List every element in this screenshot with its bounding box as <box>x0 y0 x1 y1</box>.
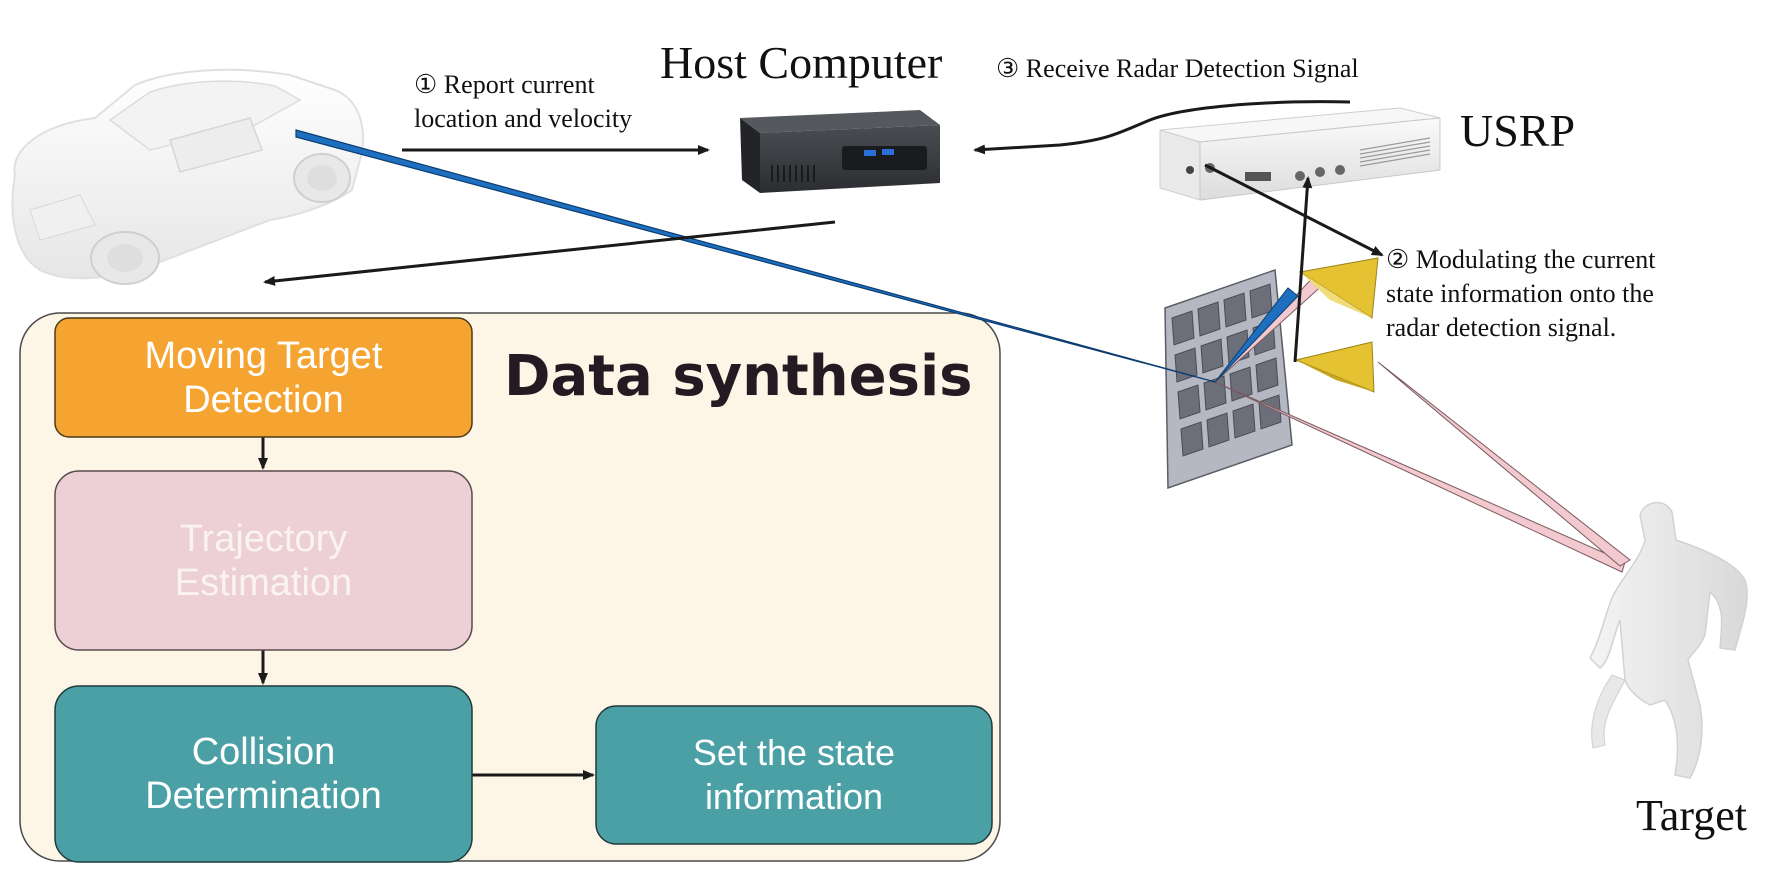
usrp-to-tx-cable <box>1204 163 1384 257</box>
host-computer-label: Host Computer <box>660 37 943 88</box>
step2-note: ② Modulating the current state informati… <box>1386 243 1656 345</box>
step2-line3: radar detection signal. <box>1386 313 1617 342</box>
pink-beam-to-target-1 <box>1214 381 1626 573</box>
collision-box <box>54 685 473 863</box>
trajectory-line2: Estimation <box>174 561 353 604</box>
usrp-device-icon <box>1159 107 1441 201</box>
step3-note: ③ Receive Radar Detection Signal <box>996 52 1359 86</box>
usrp-cable <box>973 100 1351 155</box>
step1-line2: location and velocity <box>414 104 633 133</box>
step3-text: ③ Receive Radar Detection Signal <box>996 54 1359 83</box>
usrp-label: USRP <box>1460 105 1576 156</box>
host-computer-icon <box>740 110 940 193</box>
pink-beam-to-target-2 <box>1377 361 1631 567</box>
blue-beam-upper <box>1214 287 1299 383</box>
target-person-icon <box>1589 501 1748 779</box>
target-label: Target <box>1636 791 1747 840</box>
set-state-line2: information <box>704 776 884 817</box>
rx-to-usrp-cable <box>1293 176 1313 363</box>
blue-beam-to-car <box>295 129 1216 383</box>
antenna-array-icon <box>1164 268 1293 490</box>
collision-line2: Determination <box>145 775 382 817</box>
host-to-car-arrow <box>263 220 836 286</box>
horn-antenna-rx-icon <box>1294 341 1375 393</box>
step2-line2: state information onto the <box>1386 279 1654 308</box>
data-synthesis-title: Data synthesis <box>504 344 973 409</box>
step1-note: ① Report current location and velocity <box>414 68 632 136</box>
trajectory-box <box>54 470 473 651</box>
step2-line1: ② Modulating the current <box>1386 245 1656 274</box>
collision-line1: Collision <box>191 731 336 773</box>
set-state-box <box>595 705 993 845</box>
moving-target-line1: Moving Target <box>144 334 383 377</box>
moving-target-line2: Detection <box>183 378 344 421</box>
trajectory-line1: Trajectory <box>179 517 348 560</box>
set-state-line1: Set the state <box>692 732 896 773</box>
horn-antenna-tx-icon <box>1298 257 1379 319</box>
moving-target-box <box>54 317 473 438</box>
step1-line1: ① Report current <box>414 70 595 99</box>
car-icon <box>11 68 364 285</box>
